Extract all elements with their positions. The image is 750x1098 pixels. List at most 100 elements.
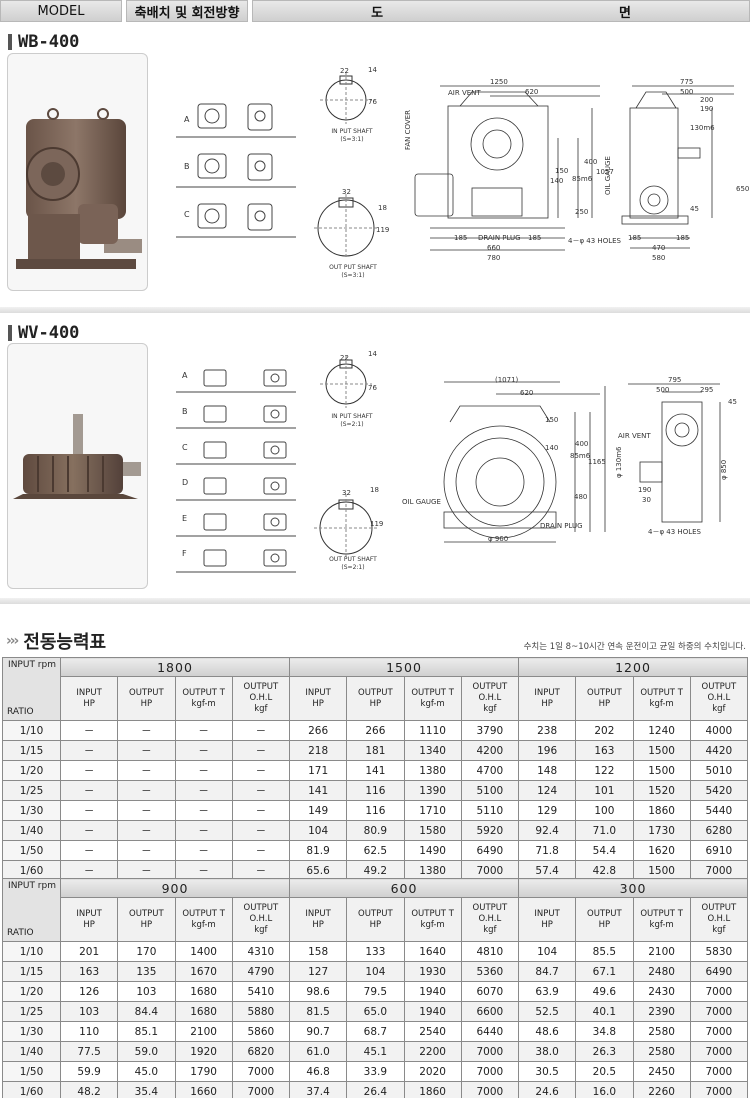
- value-cell: 1860: [632, 800, 691, 821]
- wb-input-shaft-drawing: [320, 72, 372, 124]
- value-cell: 38.0: [517, 1041, 577, 1062]
- value-cell: 98.6: [288, 981, 348, 1002]
- value-cell: 24.6: [517, 1081, 577, 1098]
- value-cell: 1620: [632, 840, 691, 861]
- value-cell: 3790: [460, 720, 520, 741]
- value-cell: 81.9: [288, 840, 348, 861]
- value-cell: 85.1: [117, 1021, 176, 1042]
- value-cell: 100: [575, 800, 634, 821]
- ratio-cell: 1/30: [2, 800, 61, 821]
- value-cell: 4420: [689, 740, 749, 761]
- value-cell: 5440: [689, 800, 749, 821]
- wv-gearbox-image: [13, 414, 141, 499]
- value-cell: 2540: [403, 1021, 462, 1042]
- value-cell: 7000: [460, 1081, 520, 1098]
- value-cell: 6440: [460, 1021, 520, 1042]
- header-drawing: 도 면: [252, 0, 750, 22]
- value-cell: －: [117, 840, 176, 861]
- value-cell: 141: [288, 780, 348, 801]
- value-cell: 26.4: [346, 1081, 405, 1098]
- value-cell: 7000: [689, 1001, 749, 1022]
- value-cell: 7000: [231, 1061, 291, 1082]
- value-cell: 110: [59, 1021, 119, 1042]
- value-cell: 6280: [689, 820, 749, 841]
- value-cell: 20.5: [575, 1061, 634, 1082]
- ratio-cell: 1/15: [2, 740, 61, 761]
- rpm-header: 1200: [518, 657, 748, 677]
- value-cell: 81.5: [288, 1001, 348, 1022]
- value-cell: 52.5: [517, 1001, 577, 1022]
- value-cell: 71.8: [517, 840, 577, 861]
- value-cell: 149: [288, 800, 348, 821]
- value-cell: 4790: [231, 961, 291, 982]
- value-cell: 1790: [174, 1061, 233, 1082]
- value-cell: 7000: [689, 1061, 749, 1082]
- wb-input-shaft-label: IN PUT SHAFT(S=3:1): [331, 128, 373, 143]
- value-cell: 7000: [460, 1041, 520, 1062]
- value-cell: 5100: [460, 780, 520, 801]
- value-cell: 1680: [174, 1001, 233, 1022]
- value-cell: 1390: [403, 780, 462, 801]
- value-cell: 266: [288, 720, 348, 741]
- value-cell: 48.6: [517, 1021, 577, 1042]
- value-cell: 124: [517, 780, 577, 801]
- value-cell: 5880: [231, 1001, 291, 1022]
- value-cell: 2260: [632, 1081, 691, 1098]
- value-cell: 7000: [460, 1061, 520, 1082]
- value-cell: 116: [346, 800, 405, 821]
- value-cell: 65.6: [288, 860, 348, 881]
- value-cell: 2100: [174, 1021, 233, 1042]
- ratio-cell: 1/20: [2, 760, 61, 781]
- value-cell: －: [231, 860, 291, 881]
- rpm-header: 900: [60, 878, 290, 898]
- ratio-cell: 1/15: [2, 961, 61, 982]
- value-cell: 48.2: [59, 1081, 119, 1098]
- value-cell: 1110: [403, 720, 462, 741]
- value-cell: 1680: [174, 981, 233, 1002]
- value-cell: 77.5: [59, 1041, 119, 1062]
- value-cell: 6490: [689, 961, 749, 982]
- value-cell: 4310: [231, 941, 291, 962]
- value-cell: 57.4: [517, 860, 577, 881]
- wb-rotation-sketches: [176, 103, 296, 238]
- value-cell: 170: [117, 941, 176, 962]
- value-cell: 16.0: [575, 1081, 634, 1098]
- value-cell: 68.7: [346, 1021, 405, 1042]
- value-cell: 238: [517, 720, 577, 741]
- value-cell: 46.8: [288, 1061, 348, 1082]
- value-cell: －: [117, 780, 176, 801]
- value-cell: 1500: [632, 740, 691, 761]
- value-cell: 116: [346, 780, 405, 801]
- value-cell: 1940: [403, 981, 462, 1002]
- section-divider-2: [0, 598, 750, 604]
- wb-photo: [7, 53, 148, 291]
- value-cell: －: [174, 840, 233, 861]
- value-cell: 85.5: [575, 941, 634, 962]
- value-cell: 2580: [632, 1041, 691, 1062]
- value-cell: 59.0: [117, 1041, 176, 1062]
- value-cell: 2100: [632, 941, 691, 962]
- wv-output-shaft-label: OUT PUT SHAFT(S=2:1): [329, 556, 377, 571]
- value-cell: －: [59, 800, 119, 821]
- value-cell: 1660: [174, 1081, 233, 1098]
- value-cell: 80.9: [346, 820, 405, 841]
- value-cell: 1500: [632, 860, 691, 881]
- rpm-header: 1800: [60, 657, 290, 677]
- wv-output-shaft-drawing: [314, 494, 378, 558]
- value-cell: 37.4: [288, 1081, 348, 1098]
- value-cell: 35.4: [117, 1081, 176, 1098]
- ratio-cell: 1/50: [2, 840, 61, 861]
